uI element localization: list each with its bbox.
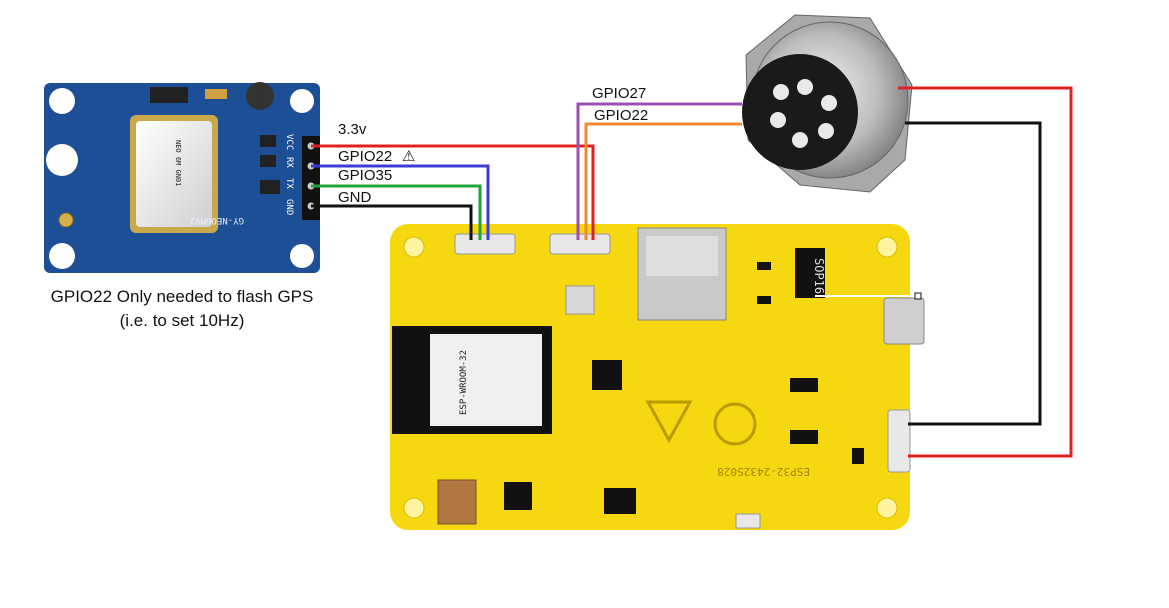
mount-hole bbox=[49, 88, 75, 114]
esp-board-label: ESP32-2432S028 bbox=[717, 465, 810, 478]
esp-module-label: ESP-WROOM-32 bbox=[459, 350, 469, 415]
connector-pin bbox=[818, 123, 834, 139]
note-line-1: GPIO22 Only needed to flash GPS bbox=[51, 287, 314, 306]
mount-hole bbox=[49, 243, 75, 269]
antenna-connector bbox=[58, 212, 74, 228]
label-tx: GPIO35 bbox=[338, 167, 392, 184]
wire-gpio27 bbox=[576, 102, 742, 240]
ce-silkscreen bbox=[713, 402, 757, 446]
rgb-led bbox=[565, 285, 595, 315]
gps-chip-label: NEO 6M GN01 bbox=[174, 140, 182, 186]
connector-pin bbox=[770, 112, 786, 128]
speaker-connector bbox=[437, 479, 477, 525]
esp-board-pcb bbox=[390, 224, 910, 530]
wire-gpio22 bbox=[584, 122, 742, 240]
sd-card-slot-inner bbox=[646, 236, 718, 276]
smd-component bbox=[205, 89, 227, 99]
connector-pin bbox=[792, 132, 808, 148]
gps-module: NEO 6M GN01 GY-NEO6MV2 VCC RX TX GND bbox=[44, 82, 320, 273]
pin-header bbox=[302, 136, 320, 220]
smd-component bbox=[260, 155, 276, 167]
label-gnd: GND bbox=[338, 189, 372, 206]
smd-component bbox=[852, 448, 864, 464]
backup-battery bbox=[246, 82, 274, 110]
wire-tx bbox=[311, 184, 482, 240]
mount-hole bbox=[876, 236, 898, 258]
label-vcc: 3.3v bbox=[338, 121, 367, 138]
smd-component bbox=[757, 262, 771, 270]
gps-chip bbox=[136, 121, 212, 227]
gps-board-label: GY-NEO6MV2 bbox=[190, 215, 244, 225]
label-gpio22-connector: GPIO22 bbox=[594, 107, 648, 124]
mount-hole bbox=[290, 244, 314, 268]
aviation-connector bbox=[742, 14, 913, 193]
mount-hole bbox=[403, 236, 425, 258]
pin-label-vcc: VCC bbox=[284, 134, 294, 150]
sop16-chip bbox=[795, 248, 825, 298]
warning-silkscreen bbox=[645, 400, 693, 444]
mount-hole bbox=[403, 497, 425, 519]
mount-hole bbox=[46, 144, 78, 176]
pin-label-tx: TX bbox=[284, 178, 294, 189]
ic-chip bbox=[604, 488, 636, 514]
connector-face bbox=[742, 54, 858, 170]
esp32-board: ESP-WROOM-32 SOP16 ESP32-2432S028 bbox=[390, 224, 925, 530]
wire-gnd bbox=[311, 204, 473, 240]
connector-pin bbox=[821, 95, 837, 111]
sop16-label: SOP16 bbox=[812, 258, 826, 294]
note-line-2: (i.e. to set 10Hz) bbox=[120, 311, 245, 330]
smd-component bbox=[757, 296, 771, 304]
connector-pin bbox=[773, 84, 789, 100]
wire-connector-ground bbox=[905, 121, 1042, 426]
smd-component bbox=[260, 135, 276, 147]
ic-chip bbox=[790, 430, 818, 444]
serial-connector bbox=[887, 409, 911, 473]
usb-port bbox=[883, 297, 925, 345]
wire-vcc bbox=[311, 144, 595, 240]
gps-connector bbox=[454, 233, 516, 255]
wire-connector-power bbox=[898, 86, 1073, 458]
smd-component bbox=[260, 180, 280, 194]
warning-icon: ⚠ bbox=[402, 148, 415, 165]
label-gpio27: GPIO27 bbox=[592, 85, 646, 102]
wire-end-marker bbox=[914, 292, 922, 300]
regulator-chip bbox=[150, 87, 188, 103]
mount-hole bbox=[290, 89, 314, 113]
small-connector bbox=[735, 513, 761, 529]
pin-label-gnd: GND bbox=[284, 199, 294, 215]
ic-chip bbox=[592, 360, 622, 390]
pin-label-rx: RX bbox=[284, 157, 294, 168]
wire-rx bbox=[311, 164, 490, 240]
wires bbox=[311, 86, 1073, 458]
mount-hole bbox=[876, 497, 898, 519]
connector-pin bbox=[797, 79, 813, 95]
io-connector bbox=[549, 233, 611, 255]
esp32-shield bbox=[430, 334, 542, 426]
ic-chip bbox=[504, 482, 532, 510]
label-rx: GPIO22 bbox=[338, 148, 392, 165]
ic-chip bbox=[790, 378, 818, 392]
